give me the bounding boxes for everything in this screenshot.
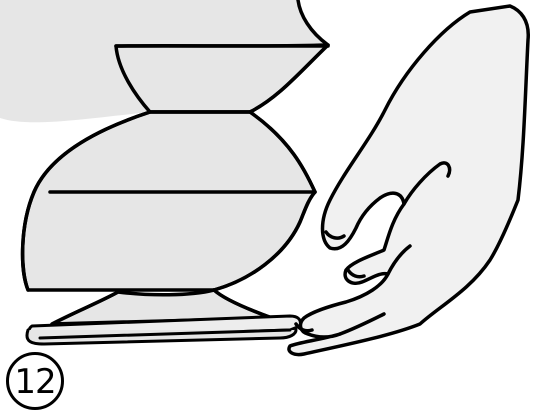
step-number-badge: 12 (6, 352, 64, 410)
hand-icon (289, 6, 528, 355)
vase (0, 0, 328, 324)
vase-belly (23, 112, 315, 290)
step-number: 12 (14, 365, 55, 399)
hand-shape (289, 6, 528, 355)
